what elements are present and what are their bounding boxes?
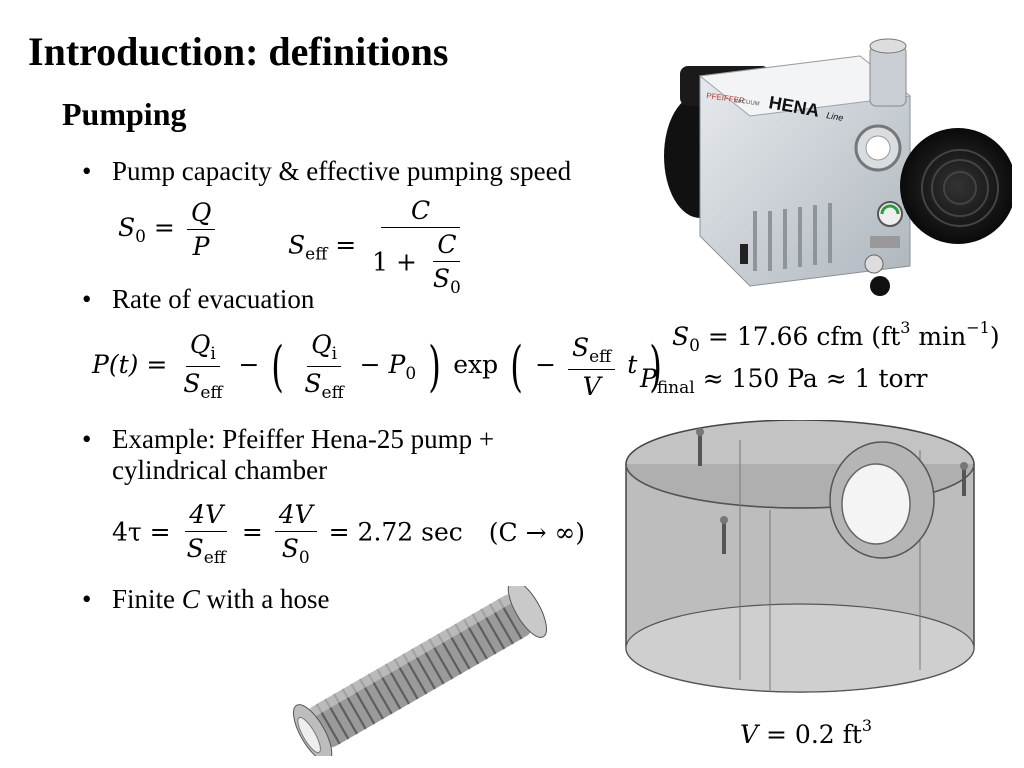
bullet-dot: • [82, 424, 92, 454]
bullet-example: • Example: Pfeiffer Hena-25 pump + cylin… [82, 424, 495, 486]
chamber-volume-label: V = 0.2 ft3 [740, 716, 873, 749]
equation-tau: 4τ = 4V Seff = 4V S0 = 2.72 sec (C → ∞) [112, 500, 586, 568]
bullet-text: Pump capacity & effective pumping speed [112, 156, 572, 186]
cylindrical-chamber-image [625, 420, 975, 693]
bullet-text-line2: cylindrical chamber [112, 455, 328, 485]
equation-seff: Seff = C 1 + C S0 [288, 196, 477, 298]
vacuum-pump-image: PFEIFFER VACUUM HENA Line [664, 38, 1012, 296]
bullet-dot: • [82, 284, 92, 314]
pump-pfinal-spec: Pfinal ≈ 150 Pa ≈ 1 torr [640, 364, 928, 398]
bullet-finite-c: • Finite C with a hose [82, 584, 330, 614]
pump-s0-spec: S0 = 17.66 cfm (ft3 min−1) [672, 318, 1000, 356]
equation-s0: S0 = Q P [118, 198, 219, 261]
svg-text:VACUUM: VACUUM [734, 98, 760, 107]
bullet-pump-capacity: • Pump capacity & effective pumping spee… [82, 156, 572, 187]
equation-evacuation: P(t) = Qi Seff − ( Qi Seff − P0 ) exp ( … [92, 330, 663, 403]
fraction-q-over-p: Q P [186, 198, 216, 261]
bullet-dot: • [82, 156, 92, 186]
svg-text:Line: Line [826, 110, 844, 123]
bullet-text: Rate of evacuation [112, 284, 315, 314]
bullet-dot: • [82, 584, 92, 614]
bullet-rate-of-evacuation: • Rate of evacuation [82, 284, 315, 315]
fraction-seff: C 1 + C S0 [372, 196, 461, 298]
slide-subtitle: Pumping [62, 96, 187, 132]
bullet-text-line1: Example: Pfeiffer Hena-25 pump + [112, 424, 495, 454]
slide-title: Introduction: definitions [28, 29, 449, 74]
bellows-hose-image [293, 586, 547, 756]
